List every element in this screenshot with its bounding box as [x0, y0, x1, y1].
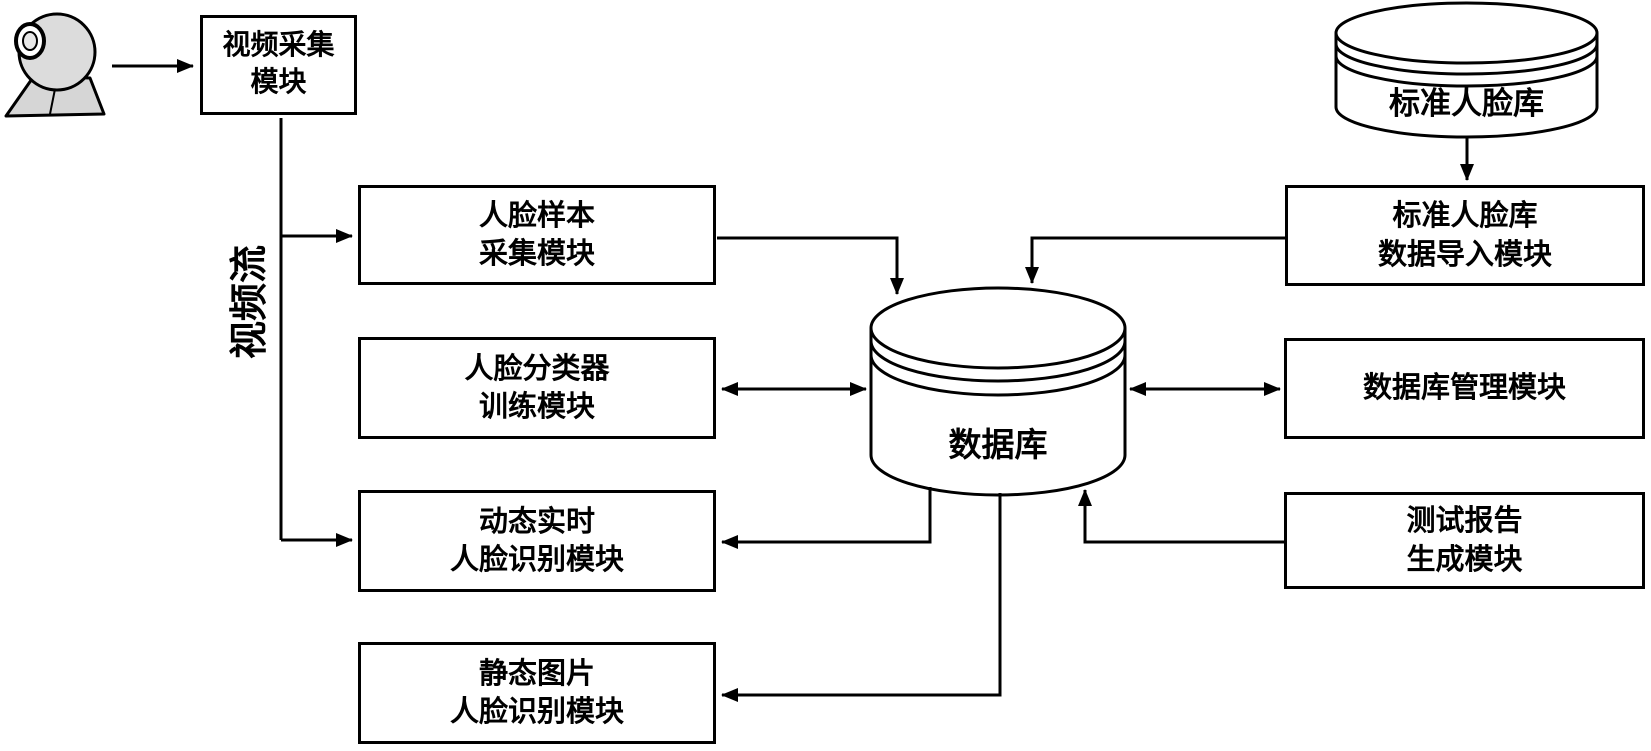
node-static-image-face-recognition-module: 静态图片 人脸识别模块: [358, 642, 716, 744]
node-video-capture-module: 视频采集 模块: [200, 15, 357, 115]
standard-face-db-label: 标准人脸库: [1389, 86, 1544, 121]
node-test-report-generation-module: 测试报告 生成模块: [1284, 492, 1645, 589]
node-database-management-module: 数据库管理模块: [1284, 338, 1645, 439]
edge-database-to-dynamic-recognition: [721, 487, 932, 549]
edge-data-import-to-database: [1025, 236, 1286, 284]
node-face-classifier-training-module: 人脸分类器 训练模块: [358, 337, 716, 439]
database-cylinder: [869, 286, 1127, 497]
node-standard-face-db-import-module: 标准人脸库 数据导入模块: [1285, 185, 1645, 286]
edge-report-generation-to-database: [1078, 489, 1284, 544]
node-face-sample-collection-module: 人脸样本 采集模块: [358, 185, 716, 285]
standard-face-db-cylinder: [1334, 1, 1599, 139]
edge-label-video-stream: 视频流: [229, 245, 271, 360]
node-dynamic-realtime-face-recognition-module: 动态实时 人脸识别模块: [358, 490, 716, 592]
edges-group: [112, 59, 1474, 702]
edge-face-sample-to-database: [717, 236, 904, 295]
webcam-icon: [4, 12, 106, 118]
database-cylinder-label: 数据库: [948, 428, 1048, 464]
edge-database-to-static-recognition: [721, 493, 1002, 702]
